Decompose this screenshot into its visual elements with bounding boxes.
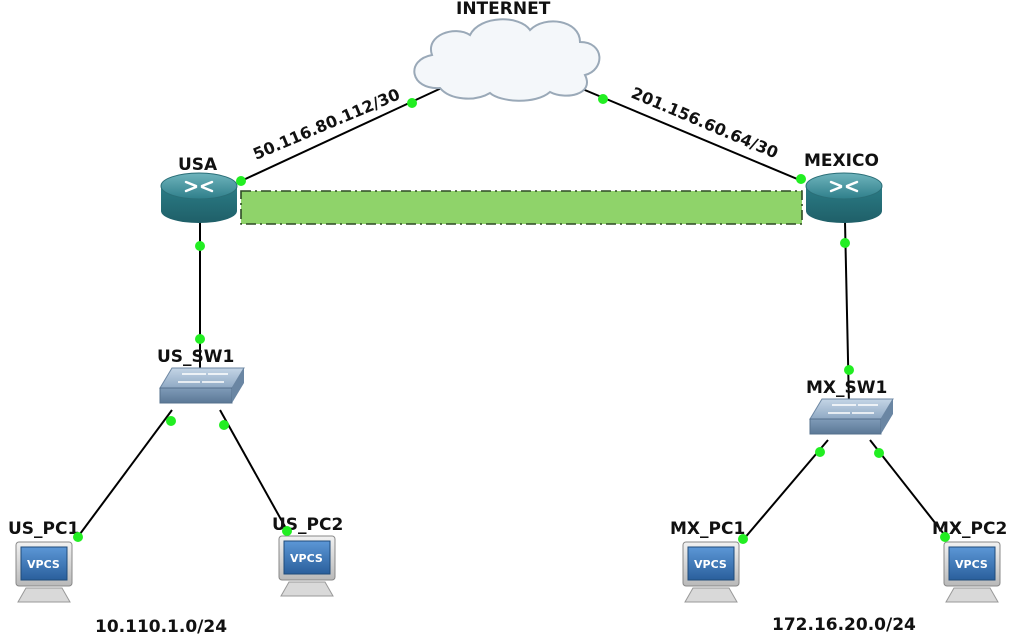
link-mexico-internet[interactable] xyxy=(579,87,803,182)
switch-mx-sw1[interactable] xyxy=(809,398,894,435)
pc-label-us-pc1: US_PC1 xyxy=(8,519,79,539)
port-dot xyxy=(940,532,950,542)
port-dot xyxy=(598,94,608,104)
port-dot xyxy=(282,526,292,536)
pc-mx-pc2[interactable]: VPCS xyxy=(943,541,1001,603)
link-usa-internet[interactable] xyxy=(240,84,449,182)
vpcs-screen-text: VPCS xyxy=(27,558,60,571)
pc-us-pc2[interactable]: VPCS xyxy=(278,535,336,597)
port-dot xyxy=(166,416,176,426)
link-mx-sw1-mx-pc1[interactable] xyxy=(742,439,829,541)
port-dot xyxy=(815,447,825,457)
internet-label: INTERNET xyxy=(456,0,551,19)
link-label-mexico-internet: 201.156.60.64/30 xyxy=(628,83,781,162)
port-dot xyxy=(738,534,748,544)
port-dot xyxy=(874,448,884,458)
port-dot xyxy=(219,420,229,430)
router-usa[interactable] xyxy=(160,172,238,223)
port-dot xyxy=(73,532,83,542)
switch-label-us-sw1: US_SW1 xyxy=(157,347,234,367)
link-mx-sw1-mx-pc2[interactable] xyxy=(869,439,948,539)
subnet-label-us: 10.110.1.0/24 xyxy=(95,617,227,637)
router-label-mexico: MEXICO xyxy=(804,151,879,171)
port-dot xyxy=(195,334,205,344)
tunnel-bar[interactable] xyxy=(240,190,803,225)
switch-label-mx-sw1: MX_SW1 xyxy=(806,378,887,398)
link-us-sw1-us-pc1[interactable] xyxy=(76,409,173,539)
port-dot xyxy=(844,365,854,375)
pc-mx-pc1[interactable]: VPCS xyxy=(682,541,740,603)
subnet-label-mx: 172.16.20.0/24 xyxy=(772,615,916,635)
router-arrows-icon xyxy=(184,180,214,193)
switch-arrows-icon xyxy=(178,373,228,383)
vpcs-screen-text: VPCS xyxy=(290,552,323,565)
switch-us-sw1[interactable] xyxy=(159,367,245,404)
router-mexico[interactable] xyxy=(805,172,883,223)
vpcs-screen-text: VPCS xyxy=(694,558,727,571)
internet-cloud[interactable] xyxy=(413,18,601,102)
port-dot xyxy=(236,176,246,186)
link-label-usa-internet: 50.116.80.112/30 xyxy=(250,85,403,164)
pc-label-mx-pc2: MX_PC2 xyxy=(932,519,1007,539)
pc-label-mx-pc1: MX_PC1 xyxy=(670,519,745,539)
router-arrows-icon xyxy=(829,180,859,193)
switch-arrows-icon xyxy=(828,404,878,414)
port-dot xyxy=(796,174,806,184)
pc-us-pc1[interactable]: VPCS xyxy=(15,541,73,603)
port-dot xyxy=(840,238,850,248)
port-dot xyxy=(195,241,205,251)
port-dot xyxy=(407,98,417,108)
router-label-usa: USA xyxy=(178,155,218,175)
link-us-sw1-us-pc2[interactable] xyxy=(219,409,289,533)
port-indicators xyxy=(73,94,950,544)
vpcs-screen-text: VPCS xyxy=(955,558,988,571)
